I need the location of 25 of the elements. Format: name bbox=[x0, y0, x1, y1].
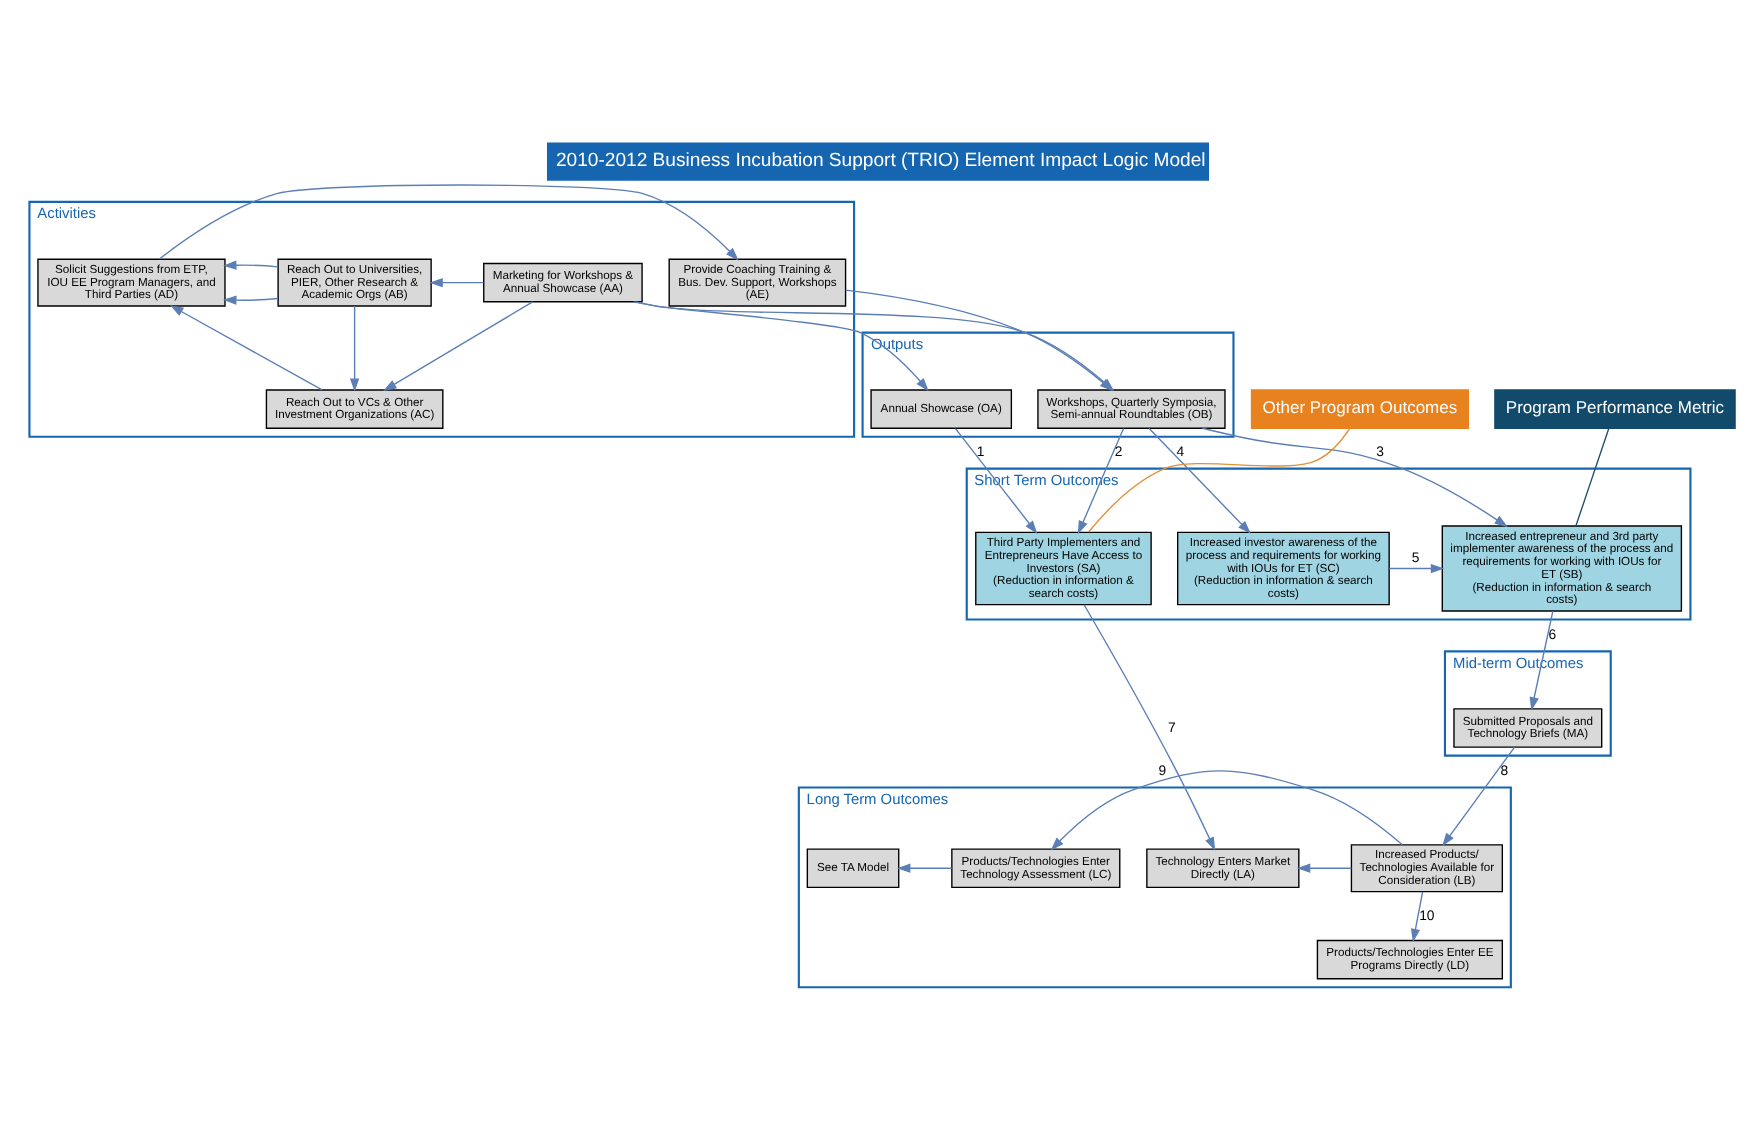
arrow bbox=[349, 305, 360, 392]
node-box: Other Program Outcomes bbox=[1250, 389, 1469, 429]
arrow bbox=[635, 301, 929, 392]
arrow bbox=[429, 278, 485, 288]
arrow bbox=[1296, 863, 1353, 873]
arrow bbox=[170, 305, 323, 391]
arrow bbox=[1083, 604, 1216, 851]
connector bbox=[1088, 427, 1351, 533]
connector bbox=[1575, 427, 1610, 527]
arrow bbox=[1388, 563, 1445, 574]
arrow bbox=[954, 427, 1038, 534]
node-box: Program Performance Metric bbox=[1494, 389, 1736, 429]
arrow bbox=[1442, 746, 1516, 847]
arrow bbox=[158, 184, 739, 261]
arrow bbox=[1410, 891, 1424, 943]
arrow bbox=[1529, 610, 1554, 711]
arrow bbox=[383, 301, 534, 392]
arrow bbox=[1148, 427, 1251, 534]
arrow bbox=[223, 295, 279, 305]
arrow bbox=[1050, 770, 1404, 851]
arrow bbox=[1201, 427, 1508, 528]
arrow bbox=[897, 863, 953, 873]
arrow bbox=[223, 260, 279, 270]
arrow bbox=[1077, 427, 1125, 535]
diagram-title: 2010-2012 Business Incubation Support (TRIO) Element Impact Logic Model bbox=[556, 150, 1206, 173]
